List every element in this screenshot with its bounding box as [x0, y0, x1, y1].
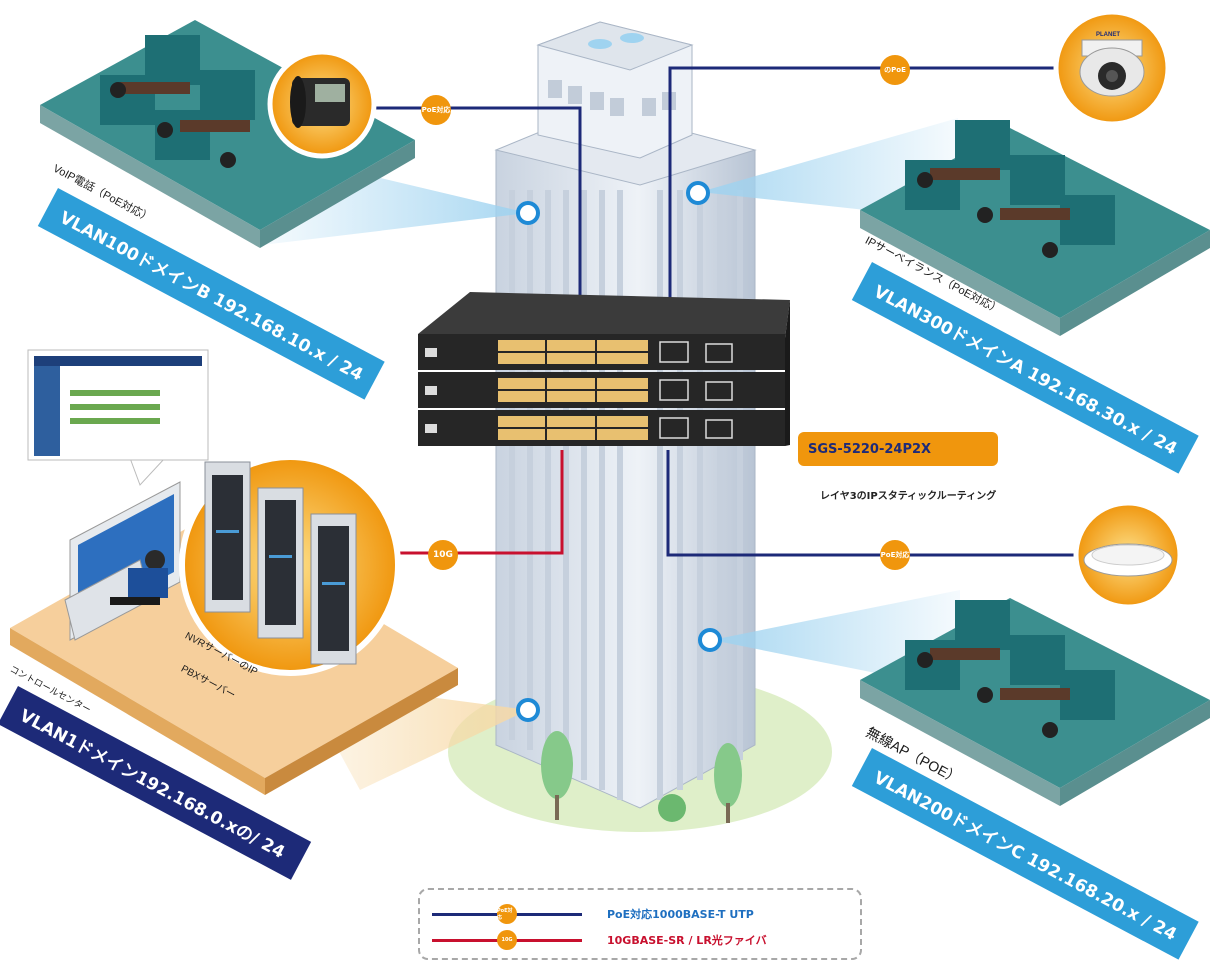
- camera-orb: [1053, 9, 1171, 127]
- routing-caption: レイヤ3のIPスタティックルーティング: [820, 491, 997, 502]
- legend-poe-dot: PoE対応: [497, 904, 517, 924]
- trees: [541, 731, 742, 823]
- legend-poe: PoE対応 PoE対応1000BASE-T UTP: [432, 904, 852, 924]
- camera-brand: PLANET: [1096, 32, 1120, 38]
- legend-fiber-dot: 10G: [497, 930, 517, 950]
- server-cluster: [179, 454, 401, 676]
- tag-servers-10g: 10G: [428, 540, 458, 570]
- office-surveillance: [860, 120, 1210, 336]
- phone-orb: [267, 49, 377, 159]
- web-ui-bubble: [27, 349, 209, 486]
- legend-fiber: 10G 10GBASE-SR / LR光ファイバ: [432, 930, 852, 950]
- link-camera: [668, 66, 1058, 300]
- office-voip: [40, 20, 415, 248]
- legend-fiber-text: 10GBASE-SR / LR光ファイバ: [607, 934, 767, 947]
- ap-orb: [1073, 500, 1183, 610]
- legend: PoE対応 PoE対応1000BASE-T UTP 10G 10GBASE-SR…: [418, 888, 862, 960]
- tag-ap-poe: PoE対応: [880, 540, 910, 570]
- switch-model-label: SGS-5220-24P2X: [798, 432, 998, 466]
- ring-voip: [516, 201, 540, 225]
- tag-voip-poe: PoE対応: [421, 95, 451, 125]
- office-wireless: [860, 598, 1210, 806]
- link-ap: [666, 450, 1075, 557]
- switch-stack: [418, 292, 790, 446]
- ring-control: [516, 698, 540, 722]
- legend-poe-text: PoE対応1000BASE-T UTP: [607, 908, 754, 921]
- ring-surveillance: [686, 181, 710, 205]
- tag-camera-poe: のPoE: [880, 55, 910, 85]
- ring-wireless: [698, 628, 722, 652]
